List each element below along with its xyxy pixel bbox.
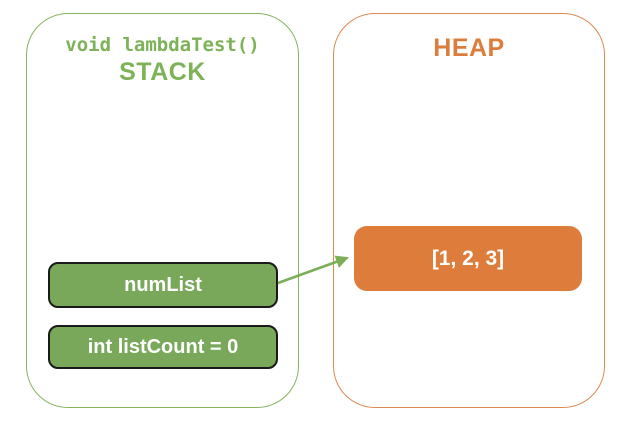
stack-function-signature: void lambdaTest() — [65, 34, 260, 56]
stack-title: STACK — [119, 58, 206, 86]
heap-title: HEAP — [433, 34, 505, 62]
variable-label-listcount: int listCount = 0 — [87, 335, 239, 358]
heap-object-label: [1, 2, 3] — [431, 246, 505, 270]
heap-object-box: [1, 2, 3] — [354, 226, 582, 291]
stack-frame: void lambdaTest() STACK numList int list… — [26, 13, 299, 408]
variable-box-numlist: numList — [48, 262, 278, 308]
variable-box-listcount: int listCount = 0 — [48, 325, 278, 369]
heap-frame: HEAP [1, 2, 3] — [333, 13, 605, 408]
variable-label-numlist: numList — [124, 273, 202, 296]
